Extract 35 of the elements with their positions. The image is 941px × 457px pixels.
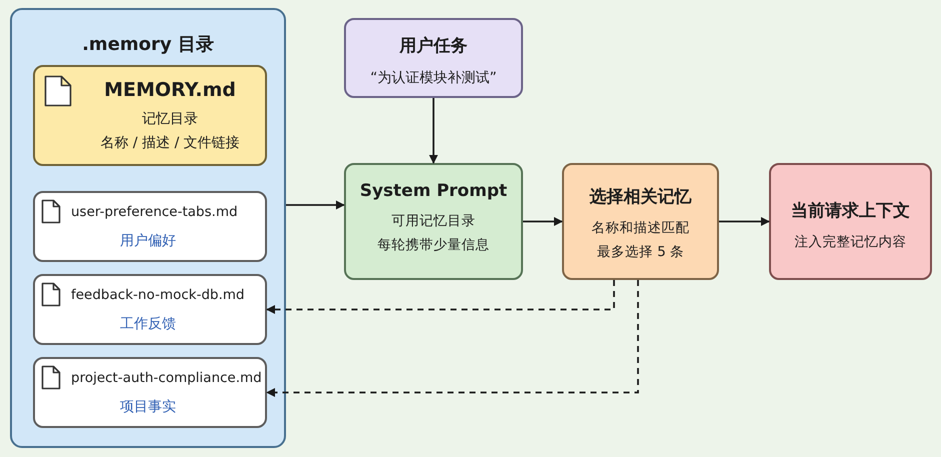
node-text: 项目事实	[119, 398, 177, 417]
node-title: user-preference-tabs.md	[71, 204, 239, 220]
process-box	[344, 18, 523, 98]
node-title: MEMORY.md	[103, 79, 237, 101]
node-title: 选择相关记忆	[588, 186, 692, 208]
node-title: 当前请求上下文	[790, 200, 911, 222]
arrow	[429, 98, 438, 164]
file-card	[33, 191, 267, 262]
node-text: 记忆目录	[141, 110, 199, 129]
file-card	[33, 65, 267, 166]
file-card	[33, 357, 267, 428]
node-title: feedback-no-mock-db.md	[71, 287, 246, 303]
dashed-arrow	[266, 280, 615, 314]
arrow	[286, 200, 345, 210]
node-text: 名称 / 描述 / 文件链接	[99, 134, 241, 153]
node-text: 用户偏好	[119, 232, 177, 251]
process-box	[769, 163, 932, 280]
panel-title: .memory 目录	[81, 33, 215, 56]
group-panel	[10, 8, 286, 448]
node-text: 可用记忆目录	[390, 212, 476, 231]
dashed-arrow	[266, 280, 639, 397]
node-text: 注入完整记忆内容	[794, 233, 908, 252]
arrow	[523, 217, 563, 226]
node-text: 工作反馈	[119, 315, 177, 334]
process-box	[562, 163, 719, 280]
file-card	[33, 274, 267, 345]
node-text: 名称和描述匹配	[590, 219, 690, 238]
node-title: 用户任务	[398, 35, 468, 57]
node-title: System Prompt	[358, 181, 508, 201]
node-text: 最多选择 5 条	[596, 243, 686, 262]
node-text: 每轮携带少量信息	[376, 236, 490, 255]
process-box	[344, 163, 523, 280]
arrow	[719, 217, 770, 226]
node-title: project-auth-compliance.md	[71, 370, 261, 386]
node-text: “为认证模块补测试”	[369, 69, 498, 88]
